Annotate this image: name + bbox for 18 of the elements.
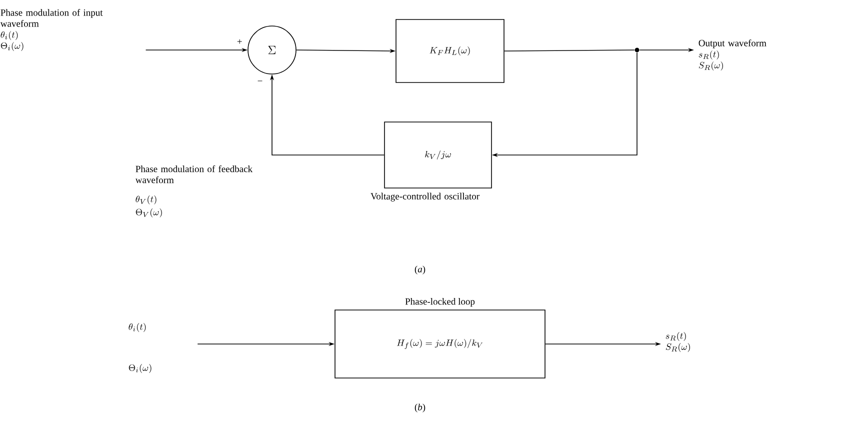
block-caption: Voltage-controlled oscillator xyxy=(370,192,480,202)
signal-label: $\theta_i(t)$ $\Theta_i(\omega)$ xyxy=(128,323,152,373)
box-heading: Phase-locked loop xyxy=(405,298,475,307)
signal-label: Phase modulation of input waveform $\theta_i(t)$ $\Theta_i(\omega)$ xyxy=(0,9,103,51)
signal-label: $\theta_V(t)$ xyxy=(136,195,156,204)
panel-label: (b) xyxy=(414,404,426,412)
summing-junction: $\Sigma$ xyxy=(248,26,296,74)
connector-line xyxy=(504,50,635,52)
signal-label: $s_R(t)$ $S_R(\omega)$ xyxy=(666,332,690,352)
feedback-label: Phase modulation of feedback waveform xyxy=(135,165,253,184)
sign-label: + xyxy=(237,39,242,44)
sign-label: − xyxy=(258,80,262,82)
block-box: $k_V/j\omega$ xyxy=(384,122,492,188)
signal-label: Output waveform $s_R(t)$ $S_R(\omega)$ xyxy=(698,40,766,70)
panel-label: (a) xyxy=(414,266,426,274)
signal-label: $\Theta_V(\omega)$ xyxy=(136,208,162,218)
block-box: $K_F H_L(\omega)$ xyxy=(396,19,504,83)
block-box: Phase-locked loop $H_f(\omega) = j\omega H(\omega)/k_V$ xyxy=(334,298,546,378)
